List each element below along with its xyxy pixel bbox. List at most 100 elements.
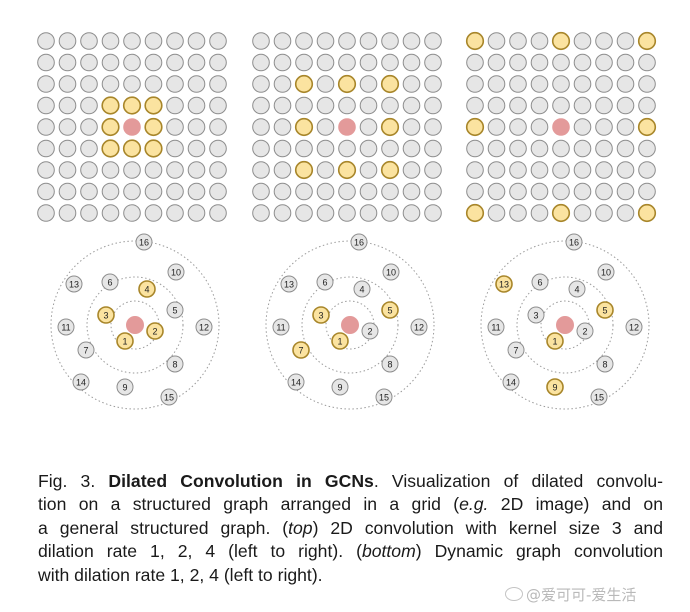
neighbor-node [312,306,330,324]
grid-node [573,139,592,158]
grid-node [252,204,270,222]
grid-node [638,75,656,93]
grid-node [144,161,163,179]
node-label: 2 [367,326,372,336]
grid-node [166,96,184,115]
neighbor-node [551,31,571,51]
graph-node [375,388,393,406]
neighbor-node [596,301,614,319]
grid-node [80,118,98,136]
grid-panels [37,31,657,223]
neighbor-node [122,96,142,115]
grid-node [166,75,184,93]
grid-node [466,182,484,201]
grid-node [209,182,227,201]
graph-node [502,373,520,391]
grid-node [187,161,206,179]
node-label: 15 [379,392,389,402]
grid-node [402,161,421,179]
graph-node [576,322,594,340]
node-label: 16 [354,237,364,247]
graph-node [272,318,290,336]
grid-node [530,96,549,115]
grid-node [573,96,592,115]
grid-node [123,75,141,93]
grid-node [381,32,399,50]
grid-node [338,182,356,201]
grid-node [573,32,592,50]
grid-node [424,118,442,136]
grid-node [638,53,656,72]
neighbor-node [337,74,357,94]
grid-node [509,32,527,50]
grid-node [552,161,570,179]
grid-node [616,118,635,136]
grid-node [101,182,120,201]
grid-node [595,118,613,136]
grid-node [295,32,313,50]
graph-node [116,378,134,396]
node-label: 12 [629,322,639,332]
grid-node [37,53,55,72]
graph-node [166,301,184,319]
grid-node [80,53,98,72]
grid-node [123,53,141,72]
node-label: 5 [172,305,177,315]
orbit-ring [301,276,399,374]
grid-node [338,96,356,115]
grid-node [144,204,163,222]
grid-node [58,182,77,201]
orbit-ring [265,240,435,410]
grid-node [509,139,527,158]
node-label: 1 [337,336,342,346]
grid-node [509,75,527,93]
grid-node [166,182,184,201]
graph-node [331,378,349,396]
node-label: 3 [533,310,538,320]
grid-node [101,204,120,222]
grid-node [616,182,635,201]
neighbor-node [101,117,120,137]
grid-node [595,32,613,50]
grid-node [295,96,313,115]
node-label: 3 [318,310,323,320]
grid-node [273,75,292,93]
grid-node [552,53,570,72]
graph-node [565,233,583,251]
grid-node [187,182,206,201]
grid-node [381,96,399,115]
grid-node [616,32,635,50]
grid-node [359,96,378,115]
grid-node [487,118,506,136]
grid-node [187,96,206,115]
grid-node [402,118,421,136]
grid-node [123,32,141,50]
node-label: 10 [171,267,181,277]
grid-node [58,161,77,179]
grid-node [80,161,98,179]
graph-node [280,275,298,293]
grid-panel [37,32,227,222]
grid-node [209,161,227,179]
node-label: 10 [386,267,396,277]
watermark: @爱可可-爱生活 [505,584,636,605]
orbit-ring [50,240,220,410]
center-node [338,118,356,136]
grid-node [37,118,55,136]
node-label: 1 [122,336,127,346]
grid-node [638,139,656,158]
neighbor-node [637,117,657,137]
node-label: 5 [387,305,392,315]
grid-node [166,32,184,50]
grid-node [381,182,399,201]
grid-node [359,75,378,93]
grid-node [509,53,527,72]
grid-node [573,182,592,201]
graph-node [65,275,83,293]
neighbor-node [101,139,120,158]
grid-node [58,96,77,115]
grid-node [273,182,292,201]
node-label: 4 [359,284,364,294]
node-label: 11 [61,322,70,332]
grid-node [166,161,184,179]
